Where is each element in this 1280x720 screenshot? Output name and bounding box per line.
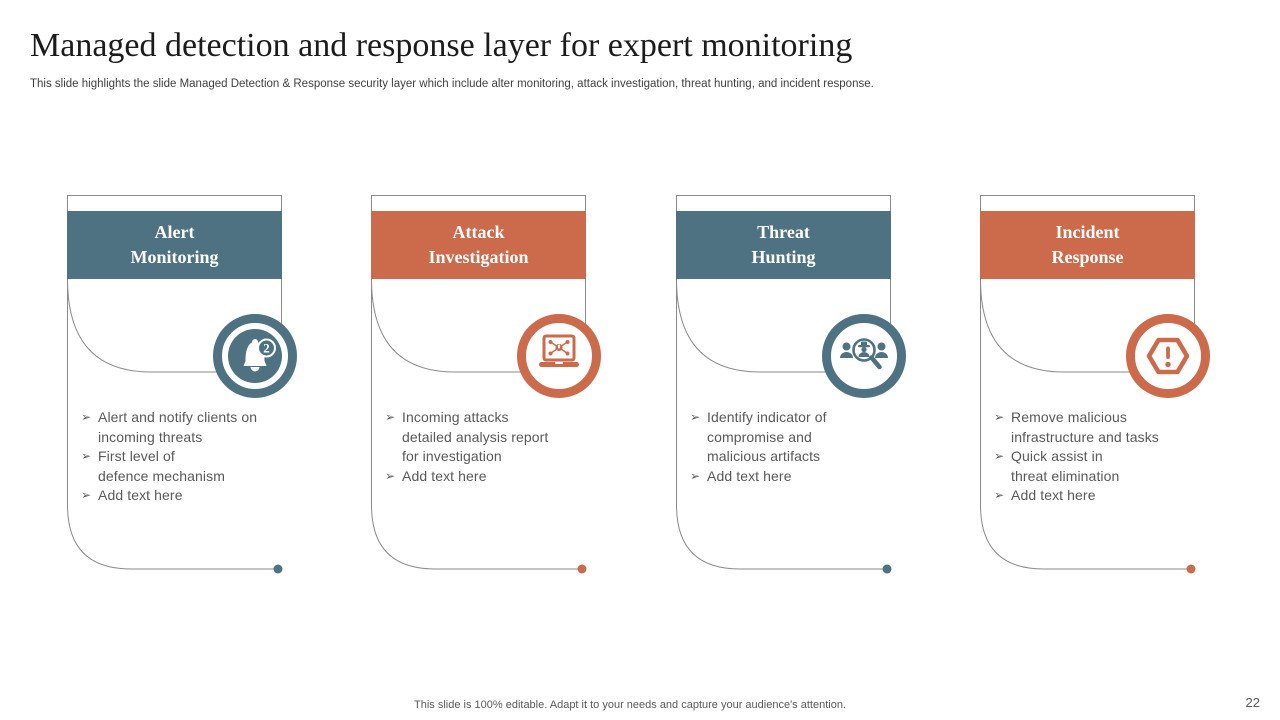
bullet-text: Add text here (402, 467, 487, 484)
alert-hexagon-glyph (1146, 337, 1190, 375)
laptop-attack-analysis-glyph (539, 334, 579, 367)
bullet-text: Quick assist in threat elimination (1011, 448, 1120, 484)
card-alert-monitoring: Alert Monitoring 2 ➢ Alert and notify cl… (67, 195, 297, 585)
notification-count: 2 (263, 341, 270, 356)
card-attack-investigation: Attack Investigation ➢ Incoming attacks … (371, 195, 601, 585)
card-title: Threat Hunting (751, 222, 816, 267)
bullet-item: ➢ Alert and notify clients on incoming t… (81, 408, 271, 447)
bullet-item: ➢ Add text here (690, 467, 880, 487)
card-bullets: ➢ Identify indicator of compromise and m… (690, 408, 880, 486)
card-bullets: ➢ Alert and notify clients on incoming t… (81, 408, 271, 506)
bullet-arrow-icon: ➢ (385, 410, 396, 424)
bell-notification-icon: 2 (213, 314, 297, 398)
bullet-item: ➢ Quick assist in threat elimination (994, 447, 1184, 486)
line-end-dot (882, 564, 892, 574)
bullet-arrow-icon: ➢ (385, 468, 396, 483)
card-header: Threat Hunting (676, 211, 891, 279)
card-header: Alert Monitoring (67, 211, 282, 279)
bullet-arrow-icon: ➢ (994, 449, 1005, 463)
bullet-text: Add text here (98, 487, 183, 503)
line-end-dot (1186, 564, 1196, 574)
bullet-text: Identify indicator of compromise and mal… (707, 409, 827, 464)
card-header: Attack Investigation (371, 211, 586, 279)
card-title: Alert Monitoring (130, 222, 219, 267)
bullet-arrow-icon: ➢ (994, 488, 1005, 502)
bell-notification-glyph: 2 (228, 329, 282, 383)
bullet-text: First level of defence mechanism (98, 448, 225, 484)
line-end-dot (273, 564, 283, 574)
page-number: 22 (1245, 695, 1260, 710)
bullet-item: ➢ Add text here (81, 486, 271, 506)
spy-magnifier-icon (822, 314, 906, 398)
card-header: Incident Response (980, 211, 1195, 279)
card-bullets: ➢ Remove malicious infrastructure and ta… (994, 408, 1184, 506)
page-subtitle: This slide highlights the slide Managed … (30, 78, 874, 90)
bullet-text: Remove malicious infrastructure and task… (1011, 409, 1159, 445)
page-title: Managed detection and response layer for… (30, 27, 853, 64)
card-bullets: ➢ Incoming attacks detailed analysis rep… (385, 408, 575, 486)
line-end-dot (577, 564, 587, 574)
bullet-item: ➢ Add text here (994, 486, 1184, 506)
bullet-text: Incoming attacks detailed analysis repor… (402, 409, 549, 464)
footer-note: This slide is 100% editable. Adapt it to… (414, 699, 846, 711)
alert-hexagon-icon (1126, 314, 1210, 398)
bullet-arrow-icon: ➢ (690, 468, 701, 483)
bullet-item: ➢ Add text here (385, 467, 575, 487)
card-threat-hunting: Threat Hunting ➢ Identify indicator of c… (676, 195, 906, 585)
bullet-item: ➢ Identify indicator of compromise and m… (690, 408, 880, 467)
bullet-arrow-icon: ➢ (690, 410, 701, 424)
bullet-item: ➢ Remove malicious infrastructure and ta… (994, 408, 1184, 447)
bullet-arrow-icon: ➢ (81, 410, 92, 424)
laptop-attack-analysis-icon (517, 314, 601, 398)
bullet-arrow-icon: ➢ (994, 410, 1005, 424)
bullet-item: ➢ Incoming attacks detailed analysis rep… (385, 408, 575, 467)
bullet-arrow-icon: ➢ (81, 449, 92, 463)
bullet-text: Add text here (1011, 487, 1096, 503)
card-title: Attack Investigation (428, 222, 529, 267)
bullet-arrow-icon: ➢ (81, 488, 92, 502)
bullet-text: Alert and notify clients on incoming thr… (98, 409, 258, 445)
bullet-text: Add text here (707, 467, 792, 484)
spy-magnifier-glyph (840, 338, 888, 370)
bullet-item: ➢ First level of defence mechanism (81, 447, 271, 486)
card-incident-response: Incident Response ➢ Remove malicious inf… (980, 195, 1210, 585)
card-title: Incident Response (1051, 222, 1124, 267)
